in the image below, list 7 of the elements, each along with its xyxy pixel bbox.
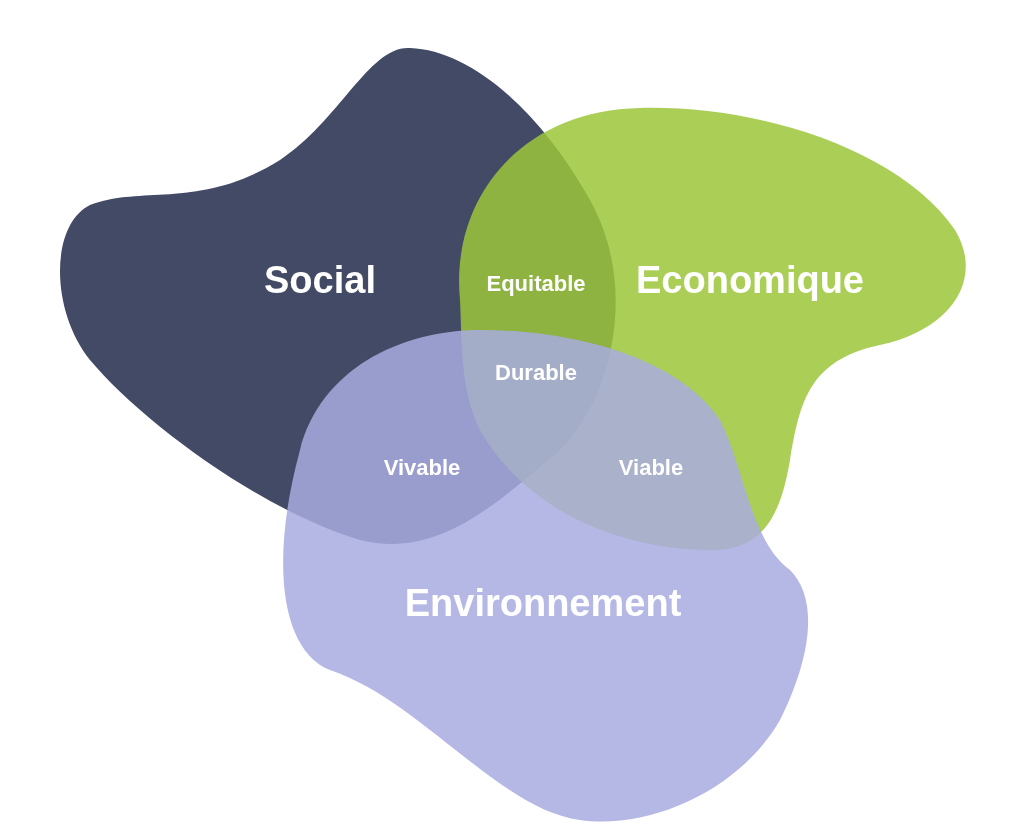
overlap-label: Equitable [486,271,586,297]
set-label: Environnement [404,581,682,625]
set-label: Economique [636,258,864,302]
overlap-label: Viable [618,455,684,481]
set-label: Social [264,258,376,302]
overlap-label: Durable [495,360,577,386]
overlap-label: Vivable [383,455,461,481]
